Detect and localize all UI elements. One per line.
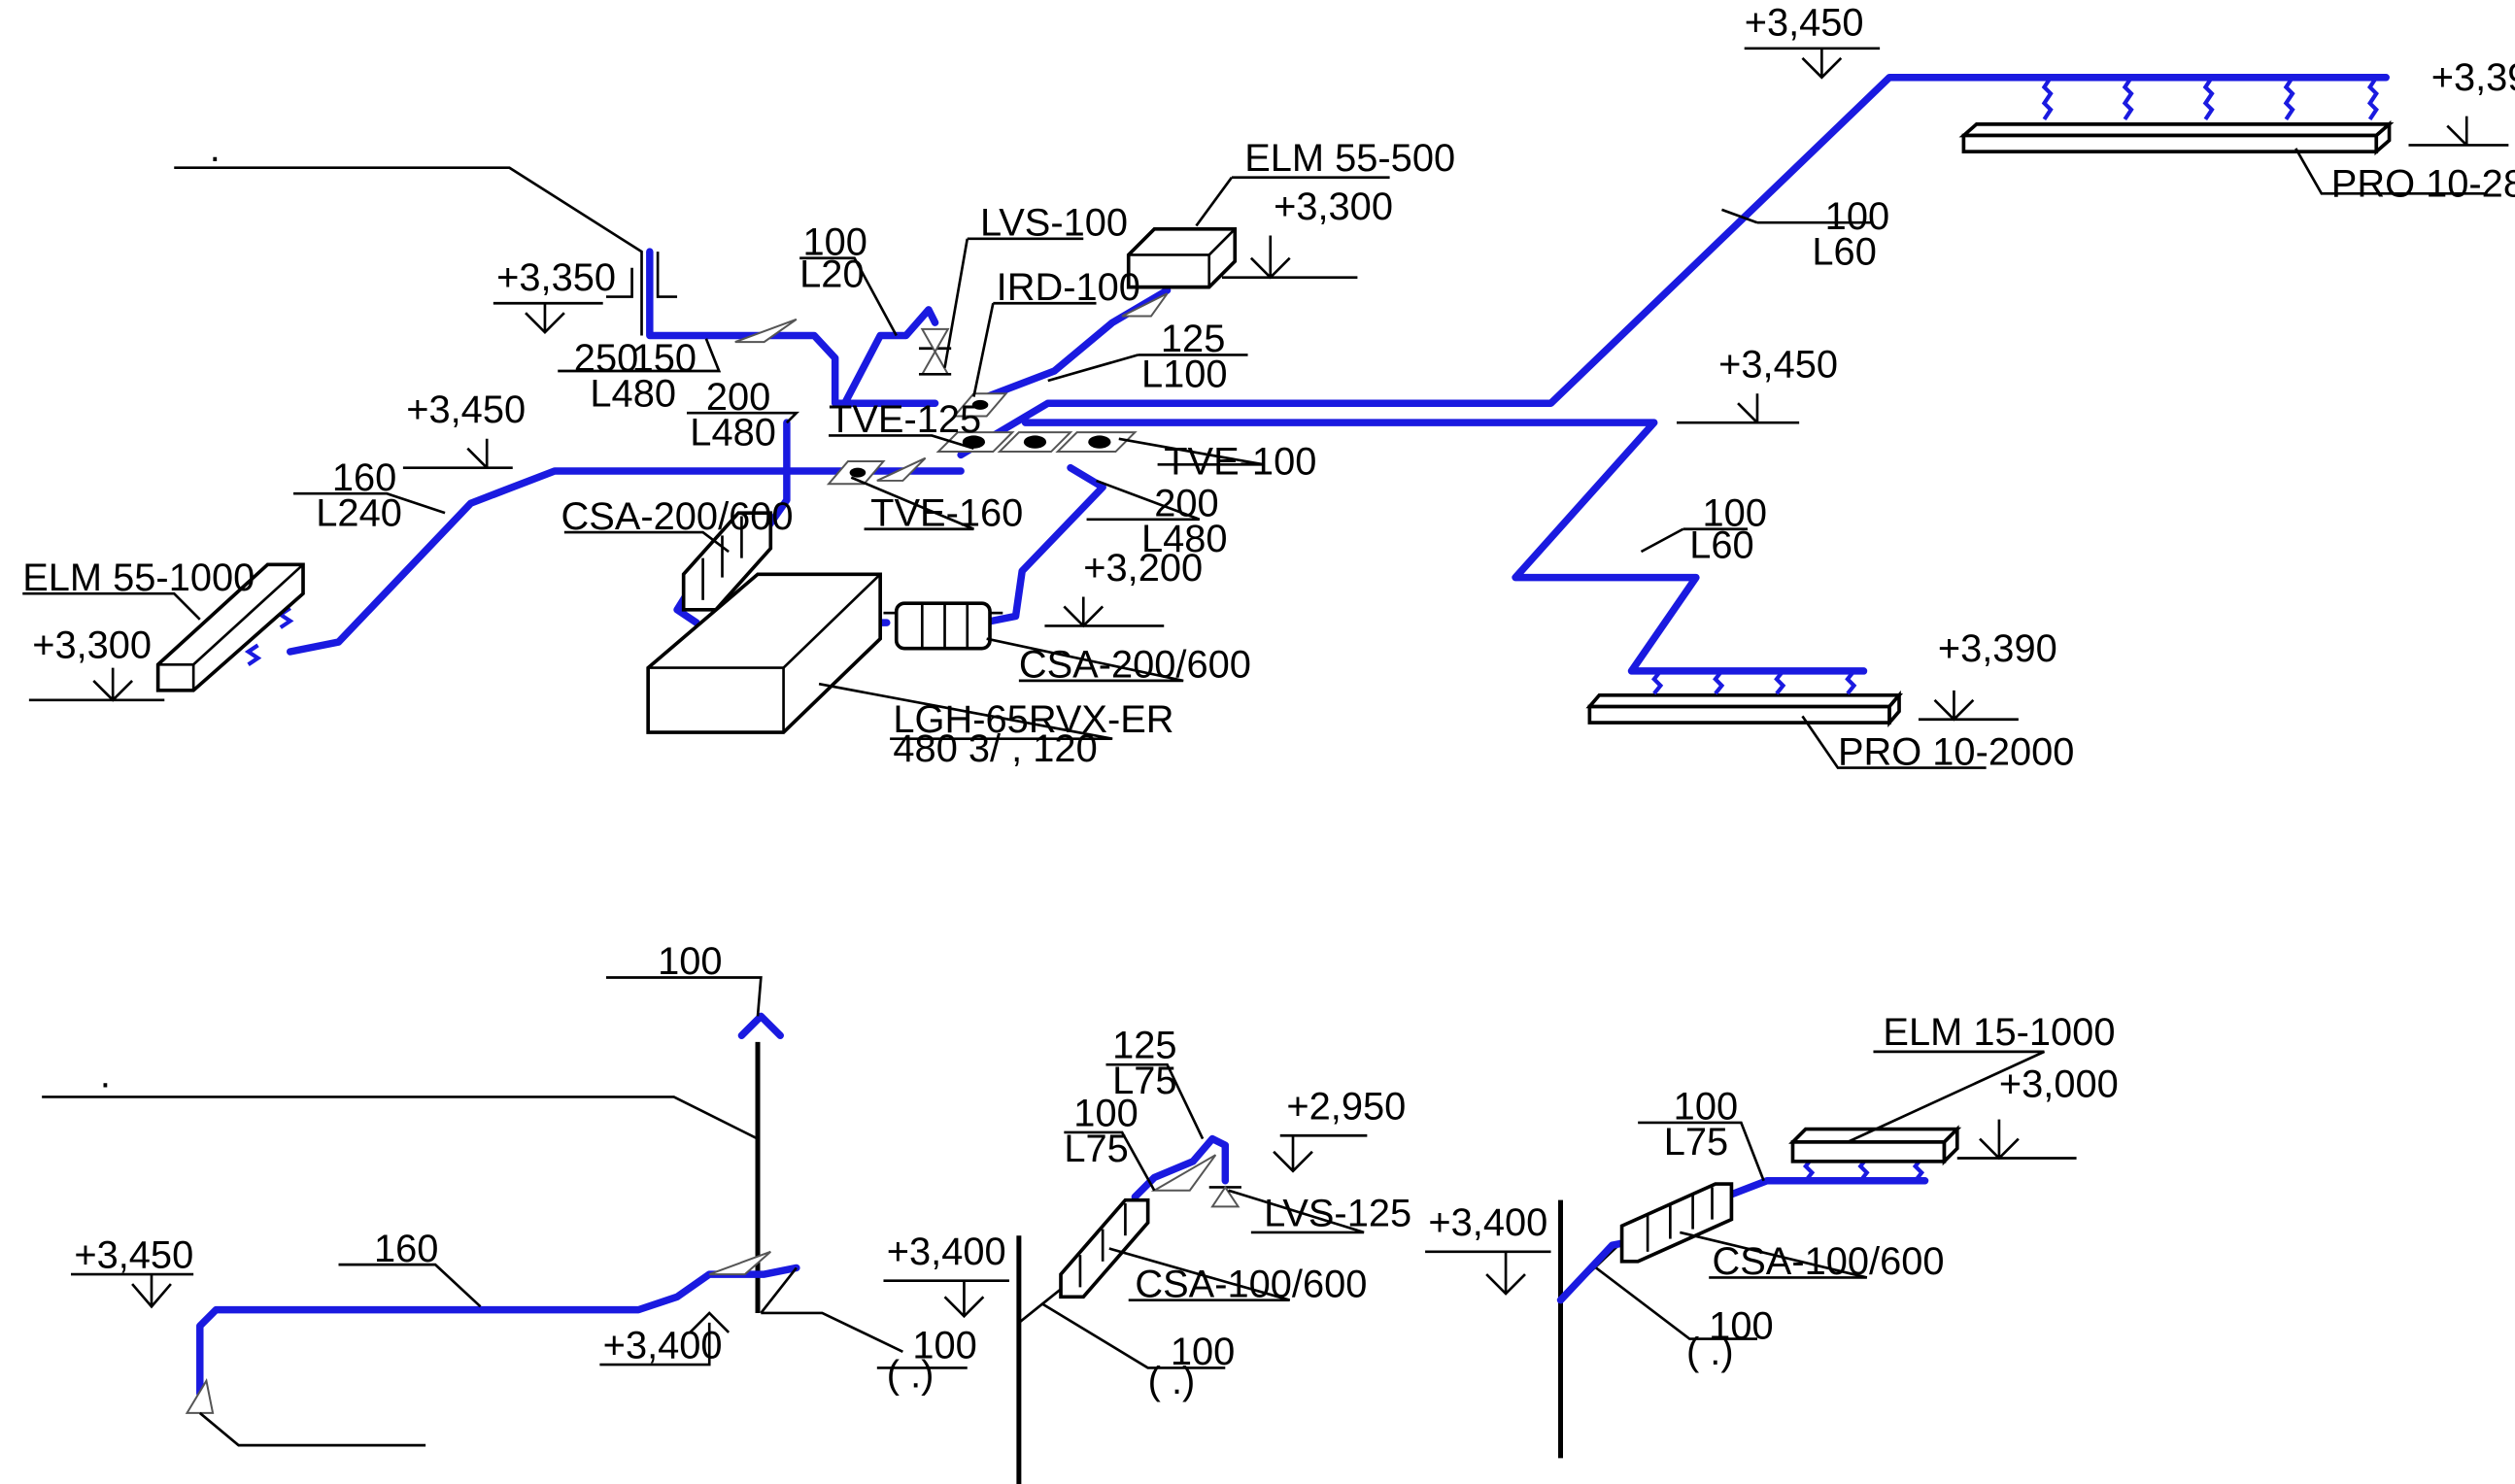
elev-3350: +3,350: [496, 256, 616, 299]
silencer-csa-200-600-right: [883, 601, 1003, 651]
grille-elm-55-1000: [155, 562, 305, 692]
label-pro-10-2000: PRO 10-2000: [1838, 730, 2074, 773]
valve-lvs-125: [1208, 1185, 1241, 1208]
duct-200-bot-len: L480: [1141, 518, 1228, 560]
duct-100-l75-right-len: L75: [1664, 1121, 1728, 1164]
elev-3450-left: +3,450: [406, 388, 526, 431]
note-dot-bottom: .: [100, 1053, 111, 1096]
duct-200-to-csa: [979, 463, 1106, 626]
duct-100-l20-len: L20: [799, 253, 864, 296]
silencer-csa-200-600-left: [681, 511, 773, 612]
elev-3450-mid: +3,450: [1718, 344, 1838, 387]
label-tve-100: TVE-100: [1164, 440, 1316, 483]
riser-size-left: 100: [912, 1324, 976, 1366]
grille-elm-15-1000: [1788, 1125, 1962, 1166]
duct-125-len: L100: [1141, 354, 1228, 396]
riser-sub-left: ( .): [887, 1353, 935, 1396]
elev-3400-right: +3,400: [1428, 1201, 1547, 1244]
label-pro-10-2800: PRO 10-2800: [2331, 163, 2515, 206]
label-tve-160: TVE-160: [870, 491, 1023, 534]
label-ird-100: IRD-100: [997, 266, 1140, 309]
duct-100-l75-mid-len: L75: [1064, 1128, 1128, 1170]
label-lgh-65rvx-er: LGH-65RVX-ER: [893, 698, 1173, 741]
elev-3450-bottom: +3,450: [74, 1233, 193, 1276]
elevation-marks-top: [28, 47, 2509, 722]
duct-125-size: 125: [1161, 318, 1225, 360]
note-dot-top: .: [210, 127, 221, 170]
duct-100-mid-len: L60: [1689, 524, 1753, 567]
duct-250x150-exhaust: [646, 248, 939, 407]
elev-3450-top-right: +3,450: [1745, 2, 1864, 45]
leader-note-top: [174, 166, 643, 336]
duct-100-l75-mid-size: 100: [1073, 1092, 1138, 1134]
label-csa-100-600-right: CSA-100/600: [1713, 1240, 1945, 1283]
duct-160-supply: [286, 467, 965, 656]
bottom-left-scheme: . 100 +3,450 160 +3,400 100 ( .): [42, 940, 977, 1447]
elev-3000: +3,000: [1999, 1062, 2119, 1105]
elev-2950: +2,950: [1286, 1086, 1406, 1129]
duct-100-l75-right-size: 100: [1674, 1086, 1738, 1129]
duct-160-size: 160: [332, 456, 396, 499]
riser-sub-right: ( .): [1686, 1331, 1734, 1373]
duct-250x150-len: L480: [590, 373, 676, 416]
duct-200-top-len: L480: [690, 411, 776, 454]
duct-100-l20-size: 100: [802, 220, 867, 263]
duct-main-trunk: [957, 73, 2390, 459]
duct-125-l75-size: 125: [1112, 1025, 1176, 1067]
label-elm-55-1000: ELM 55-1000: [22, 556, 255, 599]
riser-sub-mid: ( .): [1148, 1360, 1196, 1402]
duct-200-top-size: 200: [706, 376, 770, 419]
duct-100-top-len: L60: [1812, 230, 1876, 273]
duct-200-bot-size: 200: [1154, 482, 1218, 524]
leaders-top: [22, 148, 2487, 769]
dampers-tve: [734, 292, 1169, 486]
valve-lvs-100: [918, 327, 952, 376]
elev-3390-top-right: +3,390: [2431, 56, 2515, 99]
duct-160-bottom-size: 160: [374, 1228, 438, 1270]
label-lvs-100: LVS-100: [980, 201, 1128, 244]
riser-size-right: 100: [1709, 1305, 1773, 1348]
label-elm-15-1000: ELM 15-1000: [1883, 1011, 2115, 1054]
label-tve-125: TVE-125: [829, 398, 981, 441]
diffuser-pro-10-2800: [1958, 76, 2395, 156]
elev-3300-elm500: +3,300: [1274, 186, 1393, 228]
duct-100-top-size: 100: [1825, 195, 1889, 238]
unit-lgh-65rvx-er: [646, 572, 882, 734]
elev-3200: +3,200: [1083, 547, 1203, 590]
duct-160-bottom: [196, 1264, 800, 1398]
label-lvs-125: LVS-125: [1264, 1192, 1411, 1234]
elev-3400-bottom: +3,400: [603, 1324, 723, 1366]
cap-size-100: 100: [658, 940, 722, 983]
duct-250x150-a: 250: [574, 337, 638, 380]
duct-100-mid-size: 100: [1703, 491, 1767, 534]
elev-3300-left: +3,300: [32, 624, 152, 667]
elev-3390-mid: +3,390: [1938, 627, 2057, 670]
label-lgh-sub: 480 3/ , 120: [893, 727, 1097, 770]
label-csa-100-600-mid: CSA-100/600: [1135, 1263, 1367, 1305]
duct-branch-pro2000: [1021, 419, 1868, 675]
silencer-csa-100-600-right: [1619, 1182, 1734, 1264]
duct-160-len: L240: [316, 491, 402, 534]
bottom-right-scheme: ELM 15-1000 +3,000 100 L75 +3,400 CSA-10…: [1425, 1011, 2119, 1459]
label-csa-200-600-right: CSA-200/600: [1019, 644, 1251, 687]
elev-3400-mid: +3,400: [887, 1231, 1006, 1273]
diffuser-pro-10-2000: [1585, 669, 1903, 728]
top-scheme: . +3,450 +3,390 PRO 10-2800 100 L60 ELM …: [22, 2, 2515, 773]
bottom-mid-scheme: 125 L75 100 L75 +2,950 +3,400 LVS-125 CS…: [883, 1025, 1411, 1484]
duct-125-l75-len: L75: [1112, 1060, 1176, 1102]
label-csa-200-600-left: CSA-200/600: [561, 495, 794, 538]
duct-100-l20: [840, 306, 939, 407]
duct-250x150-b: 150: [632, 337, 697, 380]
grille-elm-55-500: [1126, 227, 1238, 289]
silencer-csa-100-600-mid: [1059, 1197, 1150, 1299]
riser-size-mid: 100: [1171, 1331, 1235, 1373]
label-elm-55-500: ELM 55-500: [1244, 137, 1455, 180]
